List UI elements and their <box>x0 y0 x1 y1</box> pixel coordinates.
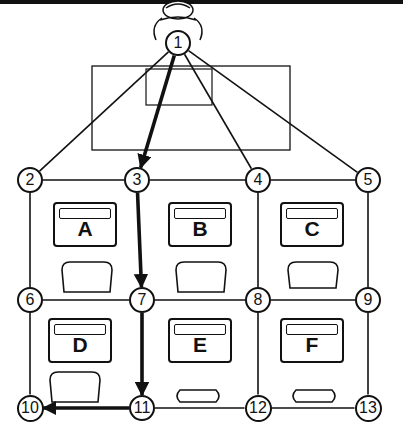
student-desk: C <box>280 202 344 247</box>
position-circle: 8 <box>245 287 271 313</box>
chair <box>293 390 335 402</box>
path-line <box>44 406 130 410</box>
path-line <box>257 193 259 287</box>
path-line <box>43 179 124 181</box>
desk-letter: F <box>306 334 319 355</box>
path-line <box>257 313 259 395</box>
position-circle: 13 <box>355 395 382 422</box>
position-number: 5 <box>364 172 373 188</box>
position-number: 1 <box>174 35 183 51</box>
path-line <box>271 299 355 301</box>
position-number: 7 <box>138 292 147 308</box>
desk-drawer <box>146 69 212 105</box>
chair <box>176 262 226 292</box>
position-number: 13 <box>359 400 377 416</box>
position-circle: 7 <box>129 287 155 313</box>
position-circle: 2 <box>17 167 43 193</box>
path-line <box>29 313 31 395</box>
path-line <box>189 51 358 173</box>
desk-letter: B <box>192 218 207 239</box>
position-number: 8 <box>254 292 263 308</box>
path-line <box>155 407 245 409</box>
desk-letter: E <box>193 334 207 355</box>
path-line <box>43 299 129 301</box>
path-line <box>155 299 245 301</box>
path-line <box>271 179 355 181</box>
chair <box>62 262 112 292</box>
student-desk: E <box>168 318 232 363</box>
position-number: 12 <box>249 400 267 416</box>
student-desk: D <box>48 318 112 363</box>
position-circle: 12 <box>245 395 272 422</box>
teacher-desk <box>92 66 290 150</box>
position-circle: 4 <box>245 167 271 193</box>
position-number: 9 <box>364 292 373 308</box>
chair <box>50 372 100 402</box>
desk-letter: A <box>77 218 92 239</box>
position-number: 4 <box>254 172 263 188</box>
desk-letter: D <box>72 334 87 355</box>
position-circle: 6 <box>17 287 43 313</box>
student-desk: F <box>280 318 344 363</box>
path-line <box>150 179 245 181</box>
path-line <box>138 193 142 287</box>
position-circle: 10 <box>17 395 44 422</box>
wall <box>0 0 403 4</box>
position-circle: 5 <box>355 167 381 193</box>
position-number: 6 <box>26 292 35 308</box>
position-number: 3 <box>133 172 142 188</box>
position-number: 11 <box>134 400 151 416</box>
path-line <box>29 193 31 287</box>
position-circle: 1 <box>165 30 191 56</box>
position-circle: 3 <box>124 167 150 193</box>
chair <box>177 390 219 402</box>
path-line <box>141 55 175 167</box>
path-line <box>367 193 369 287</box>
path-line <box>272 407 355 409</box>
path-line <box>140 313 144 395</box>
position-number: 10 <box>21 400 39 416</box>
desk-letter: C <box>304 218 319 239</box>
student-desk: A <box>53 202 117 247</box>
chair <box>288 262 338 288</box>
position-number: 2 <box>26 172 35 188</box>
position-circle: 9 <box>355 287 381 313</box>
student-desk: B <box>168 202 232 247</box>
position-circle: 11 <box>129 395 155 421</box>
path-line <box>40 52 169 171</box>
path-line <box>367 313 369 395</box>
